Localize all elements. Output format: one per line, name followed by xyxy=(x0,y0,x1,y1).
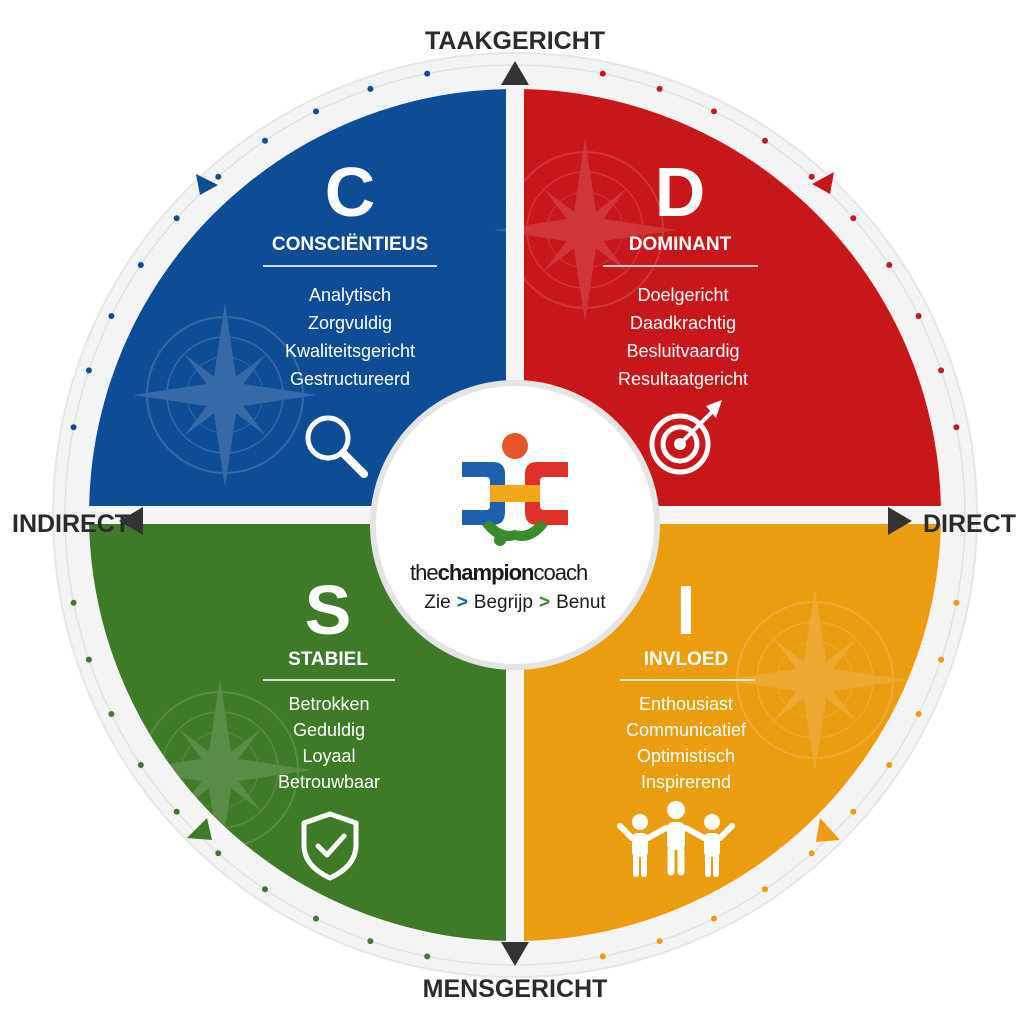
ring-dot xyxy=(424,70,431,77)
ring-dot xyxy=(953,599,960,606)
quadrant-d-trait-3: Besluitvaardig xyxy=(626,341,739,361)
ring-dot xyxy=(808,850,815,857)
quadrant-d-trait-4: Resultaatgericht xyxy=(618,369,748,389)
logo-wordmark: thechampioncoach xyxy=(410,560,587,585)
ring-dot xyxy=(137,762,144,768)
quadrant-i-trait-3: Optimistisch xyxy=(637,746,735,766)
ring-dot xyxy=(367,85,374,92)
ring-dot xyxy=(938,367,945,374)
people-icon xyxy=(617,801,735,877)
quadrant-s-trait-4: Betrouwbaar xyxy=(278,772,380,792)
ring-dot xyxy=(424,953,431,960)
ring-dot xyxy=(938,656,945,663)
ring-dot xyxy=(262,137,268,144)
quadrant-c: C CONSCIËNTIEUS Analytisch Zorgvuldig Kw… xyxy=(263,153,437,478)
target-icon xyxy=(649,400,722,475)
quadrant-i-trait-1: Enthousiast xyxy=(639,694,733,714)
ring-dot xyxy=(85,656,92,663)
ring-dot xyxy=(953,424,960,431)
arrow-right-icon xyxy=(888,507,912,535)
ring-dot xyxy=(656,938,663,945)
ring-dot xyxy=(711,108,717,115)
ring-dot xyxy=(915,711,922,717)
axis-label-bottom: MENSGERICHT xyxy=(423,975,608,1003)
champion-coach-logo: thechampioncoach Zie > Begrijp > Benut xyxy=(410,433,606,613)
circular-arrow-d-icon xyxy=(812,172,834,194)
quadrant-d-trait-2: Daadkrachtig xyxy=(630,313,736,333)
quadrant-i: I INVLOED Enthousiast Communicatief Opti… xyxy=(617,571,755,877)
ring-dot xyxy=(173,808,180,815)
ring-dot xyxy=(215,173,222,180)
tagline-separator-2: > xyxy=(539,592,550,613)
ring-dot xyxy=(108,711,115,717)
quadrant-i-trait-4: Inspirerend xyxy=(641,772,731,792)
quadrant-s: S STABIEL Betrokken Geduldig Loyaal Betr… xyxy=(263,571,395,881)
axis-label-right: DIRECT xyxy=(923,510,1016,538)
tagline-step-2: Begrijp xyxy=(474,592,533,613)
axis-label-top: TAAKGERICHT xyxy=(425,27,605,55)
quadrant-c-trait-2: Zorgvuldig xyxy=(308,313,392,333)
quadrant-i-letter: I xyxy=(676,571,695,649)
ring-dot xyxy=(215,850,222,857)
quadrant-d-letter: D xyxy=(655,153,706,231)
ring-dot xyxy=(850,215,857,222)
quadrant-s-letter: S xyxy=(305,571,352,649)
ring-dot xyxy=(762,886,768,893)
shield-check-icon xyxy=(301,811,359,881)
tagline-step-3: Benut xyxy=(556,592,606,613)
quadrant-i-trait-2: Communicatief xyxy=(626,720,747,740)
logo-word-coach: coach xyxy=(534,560,588,585)
ring-dot xyxy=(886,762,893,768)
ring-dot xyxy=(108,313,115,319)
quadrant-s-trait-3: Loyaal xyxy=(302,746,355,766)
logo-word-champion: champion xyxy=(438,560,534,585)
ring-dot xyxy=(313,915,319,922)
ring-dots xyxy=(70,70,960,960)
logo-word-the: the xyxy=(410,560,438,585)
quadrant-s-trait-2: Geduldig xyxy=(293,720,365,740)
circular-arrow-c-icon xyxy=(196,174,218,195)
ring-dot xyxy=(85,367,92,374)
quadrant-s-trait-1: Betrokken xyxy=(288,694,369,714)
ring-dot xyxy=(656,85,663,92)
ring-dot xyxy=(808,173,815,180)
circular-arrow-s-icon xyxy=(187,818,212,840)
arrow-left-icon xyxy=(119,507,143,535)
tagline-separator-1: > xyxy=(457,592,468,613)
quadrant-c-trait-1: Analytisch xyxy=(309,285,391,305)
ring-dot xyxy=(367,938,374,945)
ring-dot xyxy=(70,424,77,431)
arrow-down-icon xyxy=(501,942,529,966)
quadrant-d-trait-1: Doelgericht xyxy=(637,285,728,305)
ring-dot xyxy=(850,808,857,815)
ring-dot xyxy=(886,262,893,268)
axis-label-left: INDIRECT xyxy=(12,510,130,538)
ring-dot xyxy=(137,262,144,268)
ring-dot xyxy=(313,108,319,115)
quadrant-s-title: STABIEL xyxy=(288,649,368,670)
ring-dot xyxy=(599,953,606,960)
quadrant-c-title: CONSCIËNTIEUS xyxy=(272,234,428,255)
quadrant-d-title: DOMINANT xyxy=(629,234,732,255)
ring-dot xyxy=(173,215,180,222)
quadrant-c-letter: C xyxy=(325,153,376,231)
quadrant-i-title: INVLOED xyxy=(644,649,728,670)
tagline-step-1: Zie xyxy=(424,592,450,613)
ring-dot xyxy=(70,599,77,606)
quadrant-d: D DOMINANT Doelgericht Daadkrachtig Besl… xyxy=(603,153,758,475)
logo-mark xyxy=(462,433,568,546)
quadrant-c-trait-4: Gestructureerd xyxy=(290,369,410,389)
ring-dot xyxy=(599,70,606,77)
ring-dot xyxy=(915,313,922,319)
ring-dot xyxy=(262,886,268,893)
magnifier-icon xyxy=(305,415,368,478)
logo-tagline: Zie > Begrijp > Benut xyxy=(424,592,606,613)
center-circle xyxy=(370,380,660,670)
ring-dot xyxy=(711,915,717,922)
arrow-up-icon xyxy=(501,61,529,85)
quadrant-c-trait-3: Kwaliteitsgericht xyxy=(285,341,415,361)
circular-arrow-i-icon xyxy=(816,818,840,842)
ring-dot xyxy=(762,137,768,144)
